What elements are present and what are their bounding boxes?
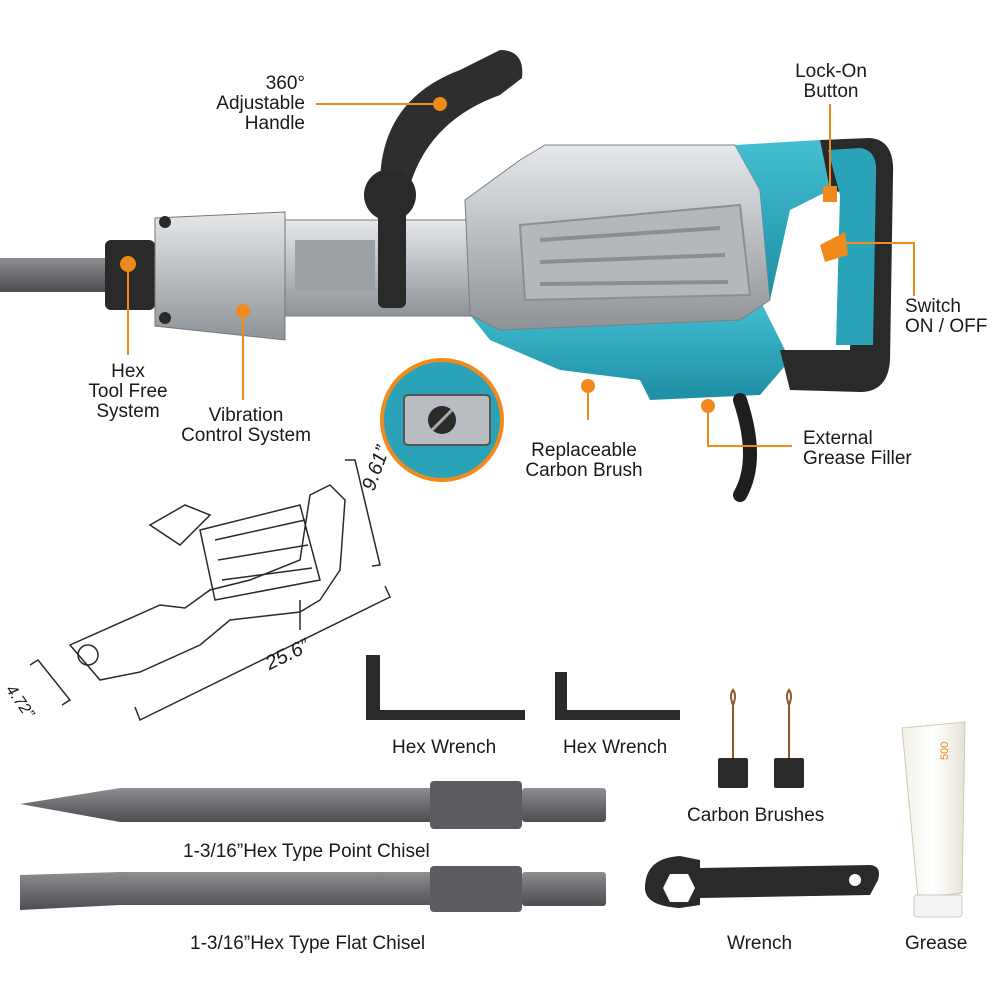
callout-lock-on-line1: Lock-On [795,61,867,82]
callout-vibration: Vibration Control System [172,406,320,446]
callout-handle-line1: 360° [265,73,305,94]
label-hex-wrench-1: Hex Wrench [392,737,497,758]
accessories-art: 500 [20,655,966,918]
callout-lines [127,103,915,447]
callout-carbon-brush: Replaceable Carbon Brush [515,441,653,481]
callout-vibration-line2: Control System [181,425,311,446]
lock-on-marker [823,186,837,202]
callout-handle: 360° Adjustable Handle [200,74,305,134]
label-wrench: Wrench [727,933,793,954]
callout-carbon-brush-line2: Carbon Brush [525,460,643,481]
label-flat-chisel: 1-3/16”Hex Type Flat Chisel [190,933,426,954]
callout-handle-line3: Handle [244,113,305,134]
callout-switch: Switch ON / OFF [905,297,997,337]
callout-hex-tool: Hex Tool Free System [78,362,178,422]
callout-grease-filler-line1: External [803,428,873,449]
callout-hex-tool-line2: Tool Free [88,381,168,402]
callout-switch-line2: ON / OFF [905,316,988,337]
dimension-drawing [29,459,391,722]
label-point-chisel: 1-3/16”Hex Type Point Chisel [183,841,430,862]
callout-vibration-line1: Vibration [208,405,284,426]
label-hex-wrench-2: Hex Wrench [563,737,668,758]
callout-carbon-brush-line1: Replaceable [531,440,637,461]
hammer-main [0,50,894,502]
carbon-brush-inset [380,358,504,482]
callout-handle-line2: Adjustable [216,93,305,114]
callout-grease-filler-line2: Grease Filler [803,448,912,469]
label-grease: Grease [905,933,968,954]
callout-switch-line1: Switch [905,296,961,317]
switch-trigger [820,232,848,262]
label-carbon-brushes: Carbon Brushes [687,805,825,826]
callout-lock-on-line2: Button [803,81,859,102]
grease-tube-mark: 500 [939,742,951,760]
callout-hex-tool-line1: Hex [111,361,145,382]
callout-grease-filler: External Grease Filler [803,429,928,469]
callout-hex-tool-line3: System [96,401,160,422]
callout-lock-on: Lock-On Button [780,62,882,102]
